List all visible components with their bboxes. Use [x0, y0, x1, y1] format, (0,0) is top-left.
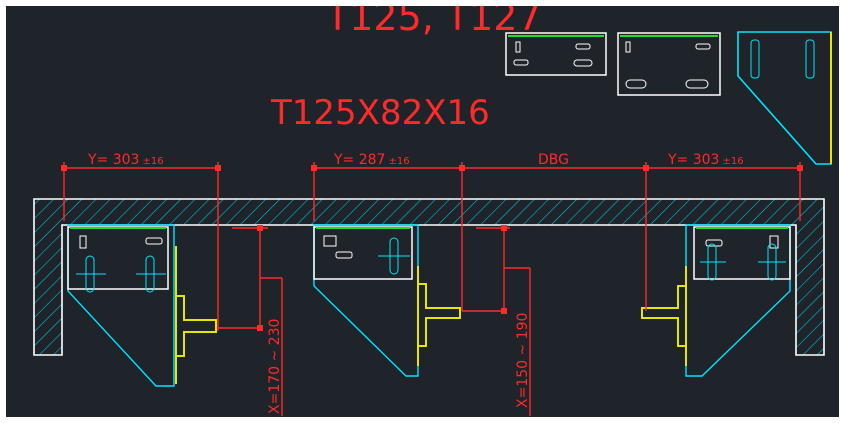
cad-drawing-canvas[interactable]: T125, T127 T125X82X16: [6, 6, 839, 417]
detail-plate-1: [505, 32, 607, 76]
left-wall-hatch: [34, 225, 62, 355]
dim-x-left: X=170 ~ 230: [267, 319, 283, 414]
dimension-lines: [63, 162, 801, 416]
dim-y-right: Y= 303±16: [667, 152, 744, 168]
drawing-title-top: T125, T127: [325, 6, 542, 39]
detail-bracket-side: [737, 31, 832, 165]
dimension-markers: [61, 165, 803, 331]
cad-drawing: T125, T127 T125X82X16: [33, 6, 832, 416]
dim-y-left: Y= 303±16: [87, 152, 164, 168]
top-slab-hatch: [34, 199, 824, 225]
right-wall-hatch: [796, 225, 824, 355]
dim-dbg: DBG: [538, 152, 569, 168]
bracket-assembly-right: [641, 224, 791, 377]
dim-x-right: X=150 ~ 190: [515, 313, 531, 408]
detail-plate-2: [617, 32, 721, 96]
drawing-title-main: T125X82X16: [270, 93, 490, 133]
dim-y-middle: Y= 287±16: [333, 152, 410, 168]
bracket-assembly-middle: [313, 224, 461, 377]
bracket-assembly-left: [67, 224, 217, 387]
tunnel-structure: [33, 198, 825, 356]
tunnel-outline: [33, 198, 825, 356]
